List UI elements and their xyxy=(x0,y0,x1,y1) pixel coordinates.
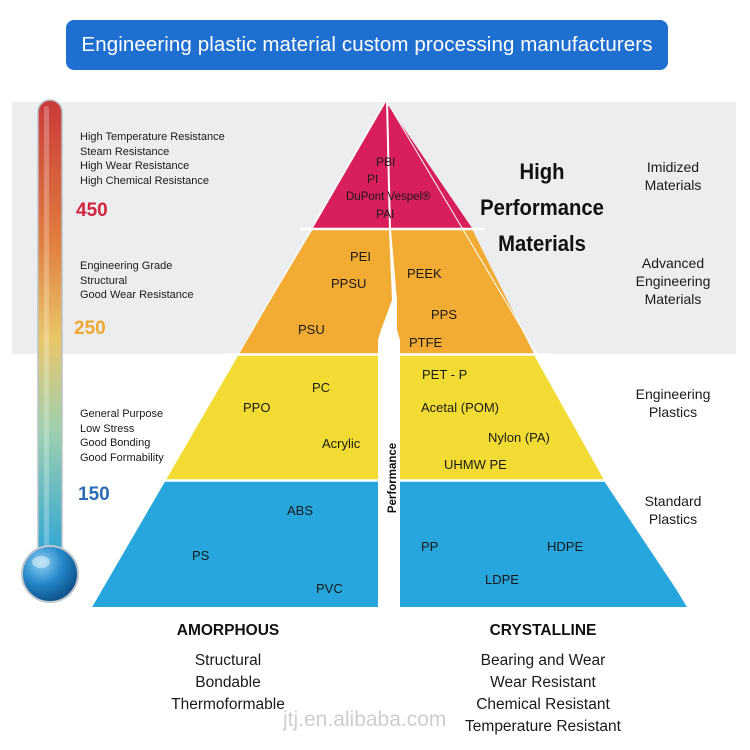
material-pc: PC xyxy=(312,380,331,395)
material-nylon: Nylon (PA) xyxy=(488,430,550,445)
category-engineering: Engineering Plastics xyxy=(635,386,711,420)
material-pbi: PBI xyxy=(376,155,396,169)
material-ps: PS xyxy=(192,548,210,563)
material-pei: PEI xyxy=(350,249,371,264)
props-mid: Engineering Grade Structural Good Wear R… xyxy=(80,260,194,301)
temp-250: 250 xyxy=(74,318,106,339)
material-ppsu: PPSU xyxy=(331,276,367,291)
performance-axis-bar xyxy=(378,100,400,607)
material-pp: PP xyxy=(421,539,439,554)
title-banner: Engineering plastic material custom proc… xyxy=(66,20,668,70)
props-low: General Purpose Low Stress Good Bonding … xyxy=(80,408,164,464)
tier-imidized xyxy=(313,102,472,228)
material-abs: ABS xyxy=(287,503,314,518)
category-advanced: Advanced Engineering Materials xyxy=(635,255,711,307)
performance-axis-label: Performance xyxy=(387,442,399,514)
crystalline-list: Bearing and Wear Wear Resistant Chemical… xyxy=(465,652,621,735)
material-pet-p: PET - P xyxy=(422,367,468,382)
material-uhmw-pe: UHMW PE xyxy=(444,457,507,472)
material-pvc: PVC xyxy=(316,581,343,596)
material-pai: PAI xyxy=(376,207,395,221)
thermometer-tube xyxy=(37,99,63,561)
category-imidized: Imidized Materials xyxy=(644,159,702,193)
amorphous-list: Structural Bondable Thermoformable xyxy=(171,652,285,713)
temp-450: 450 xyxy=(76,200,108,221)
material-acetal: Acetal (POM) xyxy=(421,400,500,415)
high-performance-title: High Performance Materials xyxy=(480,159,604,256)
page-title: Engineering plastic material custom proc… xyxy=(81,33,653,56)
amorphous-heading: AMORPHOUS xyxy=(176,622,280,639)
watermark: jtj.en.alibaba.com xyxy=(283,708,447,731)
props-high: High Temperature Resistance Steam Resist… xyxy=(80,131,225,187)
material-hdpe: HDPE xyxy=(547,539,584,554)
thermometer-bulb xyxy=(21,545,79,603)
crystalline-heading: CRYSTALLINE xyxy=(489,622,597,639)
material-peek: PEEK xyxy=(407,266,442,281)
material-pi: PI xyxy=(367,172,379,186)
material-vespel: DuPont Vespel® xyxy=(346,191,431,203)
material-ptfe: PTFE xyxy=(409,335,443,350)
thermometer-bulb-shine xyxy=(32,556,50,568)
material-ppo: PPO xyxy=(243,400,271,415)
thermometer-highlight xyxy=(44,106,49,554)
material-psu: PSU xyxy=(298,322,325,337)
tier-advanced xyxy=(238,229,534,354)
material-acrylic: Acrylic xyxy=(322,436,361,451)
material-pps: PPS xyxy=(431,307,458,322)
material-ldpe: LDPE xyxy=(485,572,519,587)
pyramid-outline xyxy=(90,99,689,609)
category-standard: Standard Plastics xyxy=(644,493,702,527)
temp-150: 150 xyxy=(78,484,110,505)
